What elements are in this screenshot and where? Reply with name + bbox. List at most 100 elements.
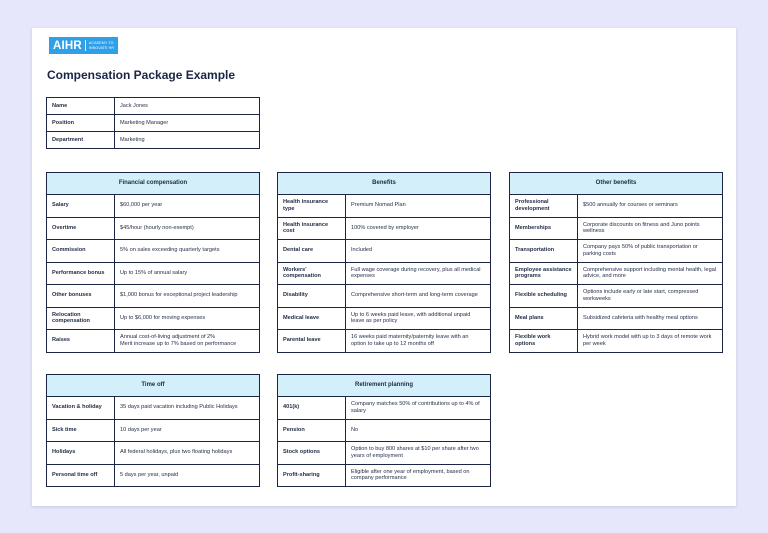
row-value: Company matches 50% of contributions up … — [345, 396, 491, 420]
row-label: Dental care — [277, 239, 346, 263]
employee-department-value: Marketing — [114, 131, 260, 149]
section-header-row: Benefits — [277, 172, 491, 195]
row-value: Options include early or late start, com… — [577, 284, 723, 308]
section-header-row: Other benefits — [509, 172, 723, 195]
row-label: Personal time off — [46, 463, 115, 487]
table-row: Position Marketing Manager — [46, 114, 260, 132]
page-title: Compensation Package Example — [47, 68, 236, 82]
table-row: Other bonuses$1,000 bonus for exceptiona… — [46, 284, 260, 308]
employee-department-label: Department — [46, 131, 115, 149]
employee-name-value: Jack Jones — [114, 97, 260, 115]
row-value: No — [345, 418, 491, 442]
employee-position-value: Marketing Manager — [114, 114, 260, 132]
row-value: All federal holidays, plus two floating … — [114, 441, 260, 465]
logo-tagline-line-1: ACADEMY TO — [88, 41, 114, 46]
row-label: Workers' compensation — [277, 261, 346, 285]
table-row: 401(k)Company matches 50% of contributio… — [277, 396, 491, 420]
row-value: Comprehensive support including mental h… — [577, 261, 723, 285]
row-value: $60,000 per year — [114, 194, 260, 218]
logo-divider — [84, 40, 86, 51]
row-label: Other bonuses — [46, 284, 115, 308]
row-label: Employee assistance programs — [509, 261, 578, 285]
row-value: Hybrid work model with up to 3 days of r… — [577, 329, 723, 353]
section-header-row: Financial compensation — [46, 172, 260, 195]
table-row: Overtime$45/hour (hourly non-exempt) — [46, 216, 260, 240]
row-label: Commission — [46, 239, 115, 263]
row-label: Overtime — [46, 216, 115, 240]
logo-tagline: ACADEMY TO INNOVATE HR — [89, 41, 115, 50]
row-value: $45/hour (hourly non-exempt) — [114, 216, 260, 240]
row-label: Flexible scheduling — [509, 284, 578, 308]
row-value: Subsidized cafeteria with healthy meal o… — [577, 306, 723, 330]
row-label: Professional development — [509, 194, 578, 218]
row-label: Flexible work options — [509, 329, 578, 353]
row-label: Memberships — [509, 216, 578, 240]
table-row: Salary$60,000 per year — [46, 194, 260, 218]
row-value: 10 days per year — [114, 418, 260, 442]
row-label: Pension — [277, 418, 346, 442]
section-title: Other benefits — [509, 172, 723, 195]
section-title: Retirement planning — [277, 374, 491, 397]
document-page: AIHR ACADEMY TO INNOVATE HR Compensation… — [32, 28, 736, 506]
table-row: Name Jack Jones — [46, 97, 260, 115]
row-label: Holidays — [46, 441, 115, 465]
row-label: Stock options — [277, 441, 346, 465]
logo-mark: AIHR — [53, 39, 82, 52]
row-label: Parental leave — [277, 329, 346, 353]
employee-position-label: Position — [46, 114, 115, 132]
row-value: 5% on sales exceeding quarterly targets — [114, 239, 260, 263]
row-label: Health insurance cost — [277, 216, 346, 240]
row-value: 16 weeks paid maternity/paternity leave … — [345, 329, 491, 353]
row-value: Included — [345, 239, 491, 263]
row-value: 35 days paid vacation including Public H… — [114, 396, 260, 420]
row-label: Vacation & holiday — [46, 396, 115, 420]
row-value: Up to 15% of annual salary — [114, 261, 260, 285]
row-label: Salary — [46, 194, 115, 218]
row-value: 5 days per year, unpaid — [114, 463, 260, 487]
employee-name-label: Name — [46, 97, 115, 115]
section-title: Benefits — [277, 172, 491, 195]
row-label: Relocation compensation — [46, 306, 115, 330]
row-value: Option to buy 800 shares at $10 per shar… — [345, 441, 491, 465]
row-value: Company pays 50% of public transportatio… — [577, 239, 723, 263]
logo-tagline-line-2: INNOVATE HR — [88, 45, 115, 50]
row-value: 100% covered by employer — [345, 216, 491, 240]
row-value: Full wage coverage during recovery, plus… — [345, 261, 491, 285]
row-value: Corporate discounts on fitness and Juno … — [577, 216, 723, 240]
row-label: 401(k) — [277, 396, 346, 420]
table-row: Department Marketing — [46, 131, 260, 149]
row-label: Health insurance type — [277, 194, 346, 218]
row-value: Up to 6 weeks paid leave, with additiona… — [345, 306, 491, 330]
row-label: Profit-sharing — [277, 463, 346, 487]
employee-info-table: Name Jack Jones Position Marketing Manag… — [46, 97, 260, 149]
section-header-row: Time off — [46, 374, 260, 397]
row-label: Meal plans — [509, 306, 578, 330]
